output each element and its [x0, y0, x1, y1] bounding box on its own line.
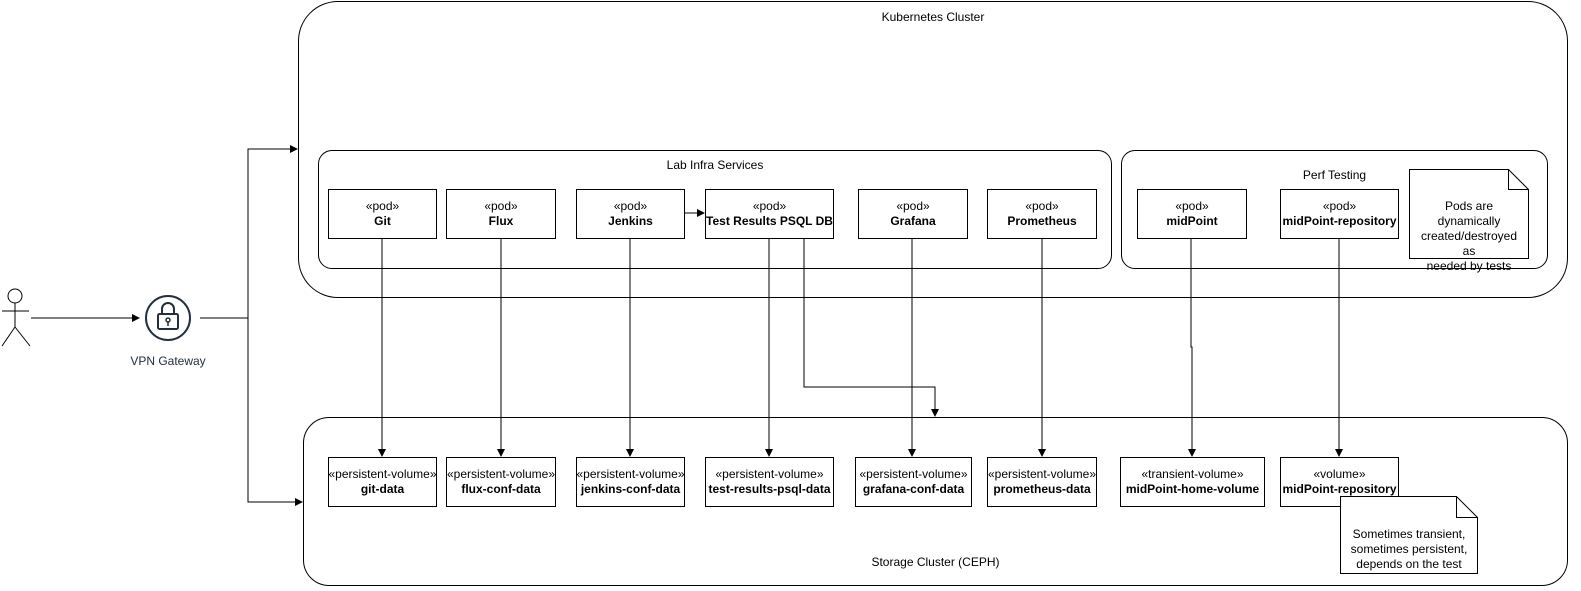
pod-name: Test Results PSQL DB	[706, 214, 833, 228]
pod-name: midPoint	[1166, 214, 1218, 228]
pod-stereotype: «pod»	[1025, 199, 1059, 213]
volume-name: midPoint-home-volume	[1125, 482, 1260, 496]
note-shape	[1409, 169, 1529, 259]
pod-stereotype: «pod»	[896, 199, 930, 213]
kubernetes-cluster-title: Kubernetes Cluster	[881, 10, 985, 24]
note-line: sometimes persistent,	[1350, 542, 1468, 556]
pod-name: Prometheus	[1007, 214, 1077, 228]
volume-stereotype: «volume»	[1313, 467, 1366, 481]
volume-name: flux-conf-data	[461, 482, 541, 496]
pod-name: Grafana	[890, 214, 936, 228]
note-volume-transient: Sometimes transient, sometimes persisten…	[1340, 496, 1478, 574]
volume-flux-conf-data[interactable]: «persistent-volume» flux-conf-data	[446, 457, 556, 507]
volume-name: midPoint-repository	[1282, 482, 1397, 496]
user-actor-icon	[1, 288, 31, 347]
pod-name: midPoint-repository	[1282, 214, 1397, 228]
pod-stereotype: «pod»	[484, 199, 518, 213]
note-line: created/destroyed as	[1420, 229, 1518, 258]
note-pods-dynamic: Pods are dynamically created/destroyed a…	[1409, 169, 1529, 273]
volume-grafana-conf-data[interactable]: «persistent-volume» grafana-conf-data	[855, 457, 972, 507]
volume-stereotype: «persistent-volume»	[576, 467, 685, 481]
pod-name: Flux	[488, 214, 514, 228]
volume-name: jenkins-conf-data	[580, 482, 681, 496]
volume-name: git-data	[360, 482, 405, 496]
volume-jenkins-conf-data[interactable]: «persistent-volume» jenkins-conf-data	[576, 457, 685, 507]
pod-name: Jenkins	[608, 214, 653, 228]
pod-stereotype: «pod»	[1322, 199, 1357, 213]
storage-cluster-title: Storage Cluster (CEPH)	[871, 555, 1000, 569]
pod-midpoint-repository[interactable]: «pod» midPoint-repository	[1280, 189, 1399, 239]
pod-flux[interactable]: «pod» Flux	[446, 189, 556, 239]
volume-stereotype: «transient-volume»	[1141, 467, 1244, 481]
note-line: depends on the test	[1356, 557, 1462, 571]
pod-prometheus[interactable]: «pod» Prometheus	[987, 189, 1097, 239]
pod-midpoint[interactable]: «pod» midPoint	[1137, 189, 1247, 239]
volume-name: grafana-conf-data	[862, 482, 965, 496]
pod-test-results-psql-db[interactable]: «pod» Test Results PSQL DB	[705, 189, 834, 239]
pod-git[interactable]: «pod» Git	[328, 189, 437, 239]
pod-jenkins[interactable]: «pod» Jenkins	[576, 189, 685, 239]
volume-git-data[interactable]: «persistent-volume» git-data	[328, 457, 437, 507]
pod-stereotype: «pod»	[613, 199, 648, 213]
volume-stereotype: «persistent-volume»	[715, 467, 824, 481]
pod-stereotype: «pod»	[1175, 199, 1209, 213]
vpn-gateway-label: VPN Gateway	[130, 354, 206, 368]
volume-name: prometheus-data	[993, 482, 1091, 496]
pod-stereotype: «pod»	[365, 199, 400, 213]
lab-infra-services-title: Lab Infra Services	[666, 158, 764, 172]
pod-name: Git	[374, 214, 391, 228]
volume-prometheus-data[interactable]: «persistent-volume» prometheus-data	[987, 457, 1097, 507]
note-line: Pods are dynamically	[1437, 199, 1501, 228]
pod-grafana[interactable]: «pod» Grafana	[858, 189, 968, 239]
volume-name: test-results-psql-data	[708, 482, 831, 496]
volume-stereotype: «persistent-volume»	[328, 467, 437, 481]
perf-testing-title: Perf Testing	[1302, 168, 1367, 182]
volume-stereotype: «persistent-volume»	[446, 467, 556, 481]
pod-stereotype: «pod»	[752, 199, 787, 213]
volume-midpoint-home-volume[interactable]: «transient-volume» midPoint-home-volume	[1120, 457, 1265, 507]
note-line: needed by tests	[1426, 259, 1512, 273]
note-line: Sometimes transient,	[1352, 527, 1466, 541]
volume-stereotype: «persistent-volume»	[859, 467, 968, 481]
volume-test-results-psql-data[interactable]: «persistent-volume» test-results-psql-da…	[705, 457, 834, 507]
note-shape	[1340, 496, 1478, 574]
volume-stereotype: «persistent-volume»	[987, 467, 1097, 481]
lock-icon	[145, 295, 191, 341]
